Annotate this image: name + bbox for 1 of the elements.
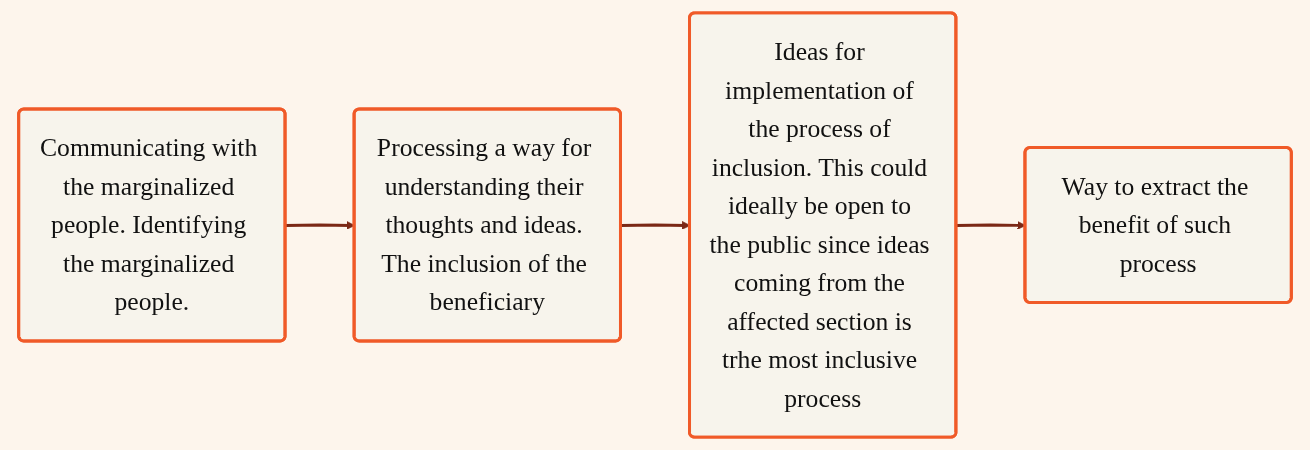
arrow — [285, 221, 355, 230]
